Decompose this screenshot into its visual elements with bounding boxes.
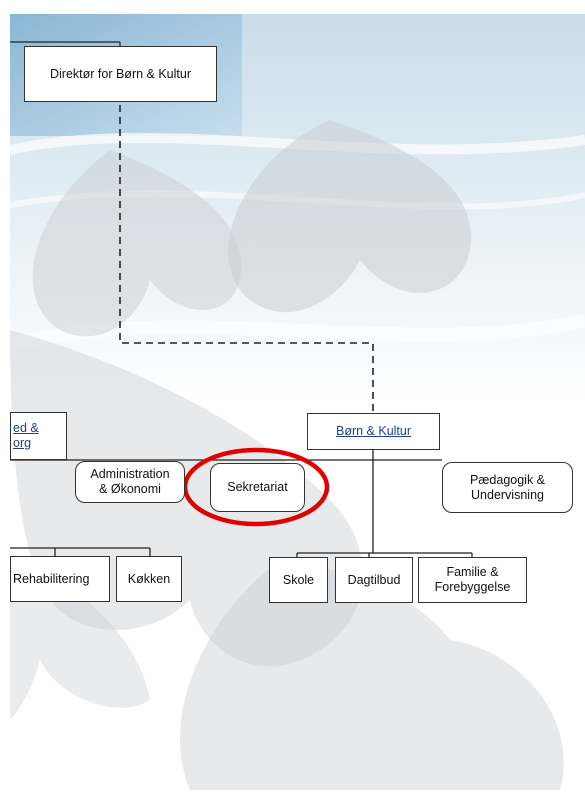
leaf-shape (180, 560, 564, 790)
node-skole[interactable]: Skole (269, 557, 328, 603)
node-dagtilbud-label: Dagtilbud (347, 572, 401, 587)
node-administration-label: Administration & Økonomi (90, 467, 170, 496)
swoosh-line (8, 132, 585, 155)
node-familie-label: Familie & Forebyggelse (434, 565, 511, 594)
node-born-kultur-label[interactable]: Børn & Kultur (335, 424, 412, 438)
highlight-ring (182, 447, 330, 527)
node-administration[interactable]: Administration & Økonomi (75, 461, 185, 503)
node-sekretariat-label: Sekretariat (227, 480, 288, 494)
node-kokken-label: Køkken (127, 571, 171, 586)
node-partial-left[interactable]: ed & org (10, 412, 67, 460)
node-rehabilitering[interactable]: Rehabilitering (10, 556, 110, 602)
node-skole-label: Skole (282, 572, 315, 587)
node-director[interactable]: Direktør for Børn & Kultur (24, 46, 217, 102)
node-director-label: Direktør for Børn & Kultur (50, 66, 191, 81)
leaf-shape (32, 150, 242, 337)
leaf-shape (228, 120, 472, 313)
node-born-kultur[interactable]: Børn & Kultur (307, 413, 440, 450)
node-sekretariat[interactable]: Sekretariat (210, 463, 305, 512)
node-kokken[interactable]: Køkken (116, 556, 182, 602)
dashed-connector (119, 105, 374, 413)
node-paedagogik[interactable]: Pædagogik & Undervisning (442, 462, 573, 513)
node-familie[interactable]: Familie & Forebyggelse (418, 557, 527, 603)
node-paedagogik-label: Pædagogik & Undervisning (469, 472, 546, 502)
node-partial-left-label[interactable]: ed & org (13, 421, 39, 450)
node-dagtilbud[interactable]: Dagtilbud (335, 557, 413, 603)
node-rehabilitering-label: Rehabilitering (13, 571, 90, 586)
